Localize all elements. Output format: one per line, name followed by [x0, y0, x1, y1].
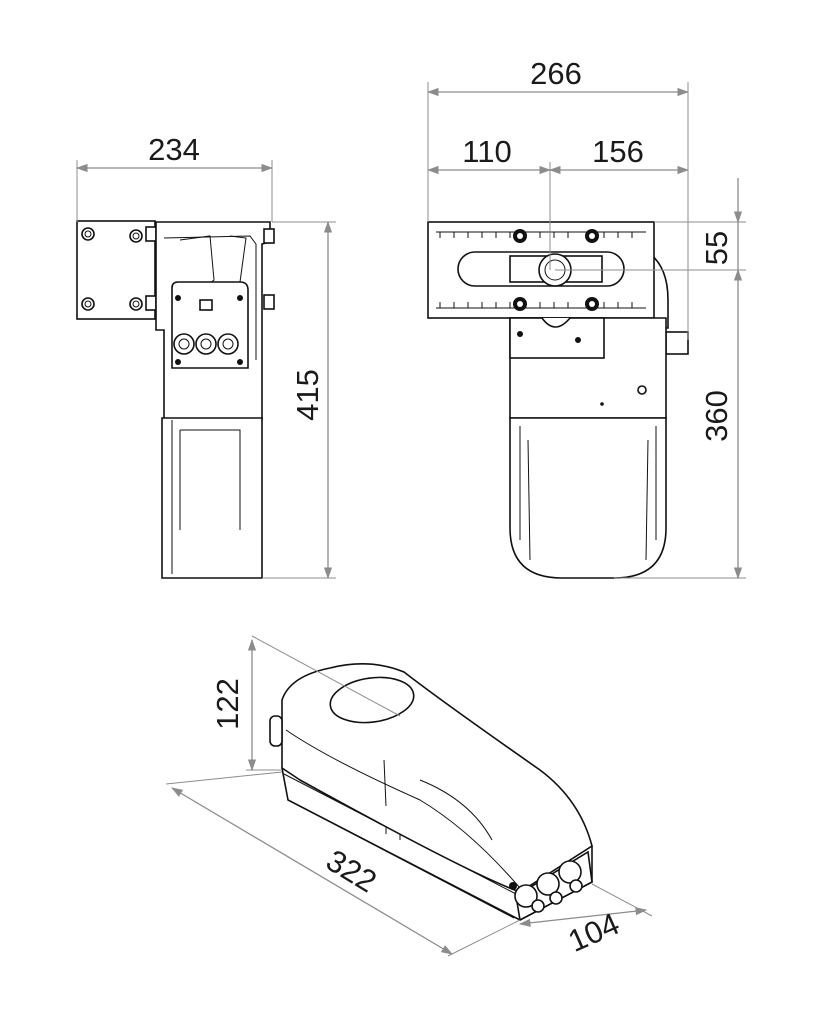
dim-side-height: 415 — [290, 369, 325, 421]
dim-iso-height: 122 — [210, 678, 245, 730]
dim-front-left-width: 110 — [462, 134, 511, 169]
dim-side-width: 234 — [148, 132, 200, 167]
dim-front-right-width: 156 — [592, 134, 644, 169]
isometric-view — [269, 663, 593, 922]
side-view — [76, 220, 275, 579]
front-view — [427, 221, 689, 579]
dim-front-total-width: 266 — [530, 56, 582, 91]
dim-iso-length: 322 — [320, 843, 382, 900]
dim-front-bracket-height: 55 — [699, 231, 734, 265]
dim-front-body-height: 360 — [699, 390, 734, 442]
dimension-lines — [75, 82, 746, 957]
